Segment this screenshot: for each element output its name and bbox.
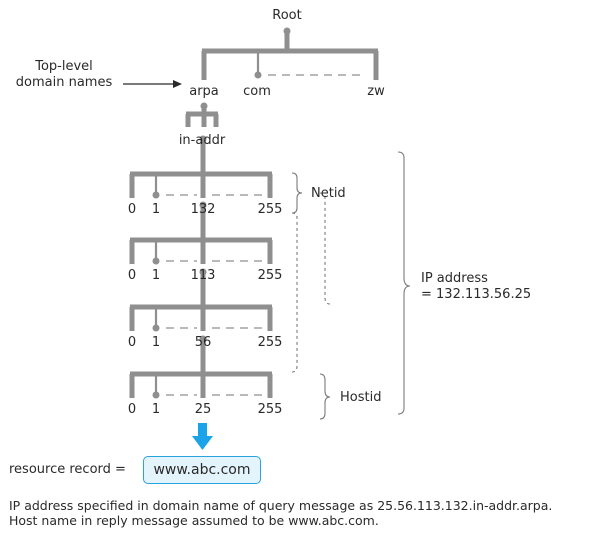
level-1-label-0: 0	[127, 202, 137, 217]
level-2-label-3: 255	[257, 268, 283, 283]
level-4-node-1	[152, 391, 160, 399]
hostid-span	[319, 192, 331, 305]
level-2-label-2: 113	[190, 268, 216, 283]
level-4-label-3: 255	[257, 402, 283, 417]
level-2-label-0: 0	[127, 268, 137, 283]
resource-record-box: www.abc.com	[143, 456, 261, 484]
blue-arrow-head	[192, 436, 213, 450]
level-1-node-1	[152, 191, 160, 199]
netid-brace	[291, 172, 303, 214]
level-1-label-2: 132	[190, 202, 216, 217]
level-4-label-1: 1	[151, 402, 161, 417]
level-4-label-2: 25	[194, 402, 212, 417]
hostid-brace	[319, 373, 331, 420]
level-3-label-3: 255	[257, 335, 283, 350]
tld-label-zw: zw	[367, 84, 385, 99]
netid-span	[291, 212, 298, 373]
tld-label-com: com	[243, 84, 271, 99]
top-level-arrowhead	[173, 80, 182, 88]
level-2-label-1: 1	[151, 268, 161, 283]
level-1-label-1: 1	[151, 202, 161, 217]
root-node	[283, 27, 291, 35]
tld-node-com	[254, 71, 262, 79]
level-3-label-2: 56	[194, 335, 212, 350]
netid-label: Netid	[311, 186, 346, 201]
blue-arrow-shaft	[198, 423, 207, 436]
inaddr-label: in-addr	[178, 133, 226, 148]
level-3-label-1: 1	[151, 335, 161, 350]
ip-brace	[397, 151, 411, 415]
caption-line-1: IP address specified in domain name of q…	[9, 498, 553, 513]
ip-address-label-line1: IP address	[421, 271, 488, 286]
root-label: Root	[272, 8, 302, 23]
top-level-label-line2: domain names	[15, 75, 113, 90]
level-4-label-0: 0	[127, 402, 137, 417]
tld-label-arpa: arpa	[189, 84, 219, 99]
resource-record-label: resource record =	[9, 462, 126, 477]
arpa-node	[200, 102, 208, 110]
hostid-label: Hostid	[340, 390, 382, 405]
level-3-node-1	[152, 324, 160, 332]
caption-line-2: Host name in reply message assumed to be…	[9, 513, 379, 528]
top-level-label-line1: Top-level	[35, 59, 93, 74]
level-1-label-3: 255	[257, 202, 283, 217]
level-3-label-0: 0	[127, 335, 137, 350]
ip-address-label-line2: = 132.113.56.25	[421, 287, 532, 302]
level-2-node-1	[152, 257, 160, 265]
